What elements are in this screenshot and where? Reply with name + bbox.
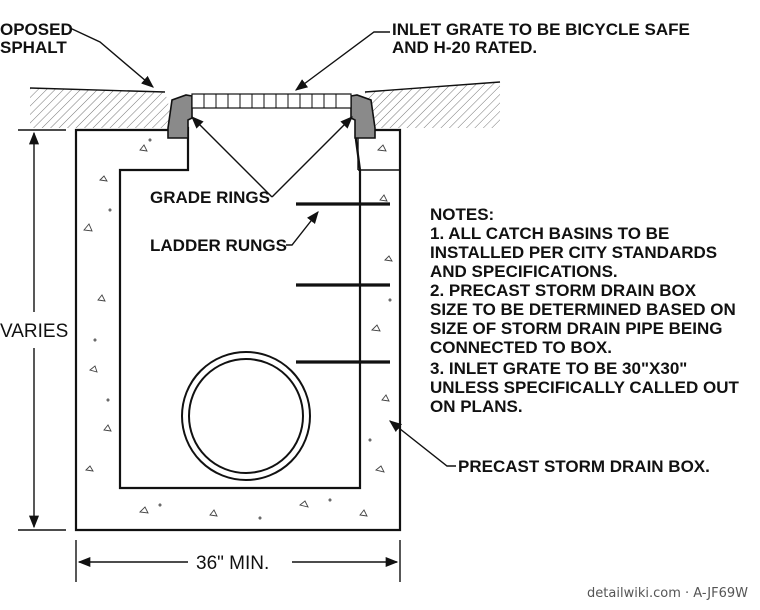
concrete-aggregate	[83, 138, 393, 520]
notes-line: UNLESS SPECIFICALLY CALLED OUT	[430, 378, 739, 397]
notes-block: NOTES: 1. ALL CATCH BASINS TO BE INSTALL…	[430, 205, 739, 416]
asphalt-surface	[29, 81, 501, 128]
notes-line: CONNECTED TO BOX.	[430, 338, 612, 357]
width-dimension-label: 36" MIN.	[196, 553, 269, 574]
notes-line: ON PLANS.	[430, 397, 523, 416]
drain-box-label: PRECAST STORM DRAIN BOX.	[458, 457, 710, 476]
notes-line: AND SPECIFICATIONS.	[430, 262, 618, 281]
storm-drain-pipe	[181, 351, 311, 481]
dimension-width	[75, 540, 401, 582]
dimension-varies	[18, 129, 66, 531]
notes-heading: NOTES:	[430, 205, 494, 224]
notes-line: SIZE TO BE DETERMINED BASED ON	[430, 300, 736, 319]
asphalt-label-line1: OPOSED	[0, 20, 73, 39]
ladder-rungs	[296, 202, 390, 364]
leader-lines	[69, 27, 456, 467]
grate-label-line1: INLET GRATE TO BE BICYCLE SAFE	[392, 20, 690, 39]
notes-line: 1. ALL CATCH BASINS TO BE	[430, 224, 669, 243]
ladder-rungs-label: LADDER RUNGS	[150, 236, 287, 255]
grate-label-line2: AND H-20 RATED.	[392, 38, 537, 57]
inlet-grate	[191, 93, 352, 109]
asphalt-label-line2: SPHALT	[0, 38, 67, 57]
watermark: detailwiki.com · A-JF69W	[587, 586, 748, 601]
notes-line: SIZE OF STORM DRAIN PIPE BEING	[430, 319, 723, 338]
height-dimension-label: VARIES	[0, 321, 68, 342]
notes-line: INSTALLED PER CITY STANDARDS	[430, 243, 717, 262]
notes-line: 2. PRECAST STORM DRAIN BOX	[430, 281, 697, 300]
grade-rings-label: GRADE RINGS	[150, 188, 270, 207]
notes-line: 3. INLET GRATE TO BE 30"X30"	[430, 359, 687, 378]
